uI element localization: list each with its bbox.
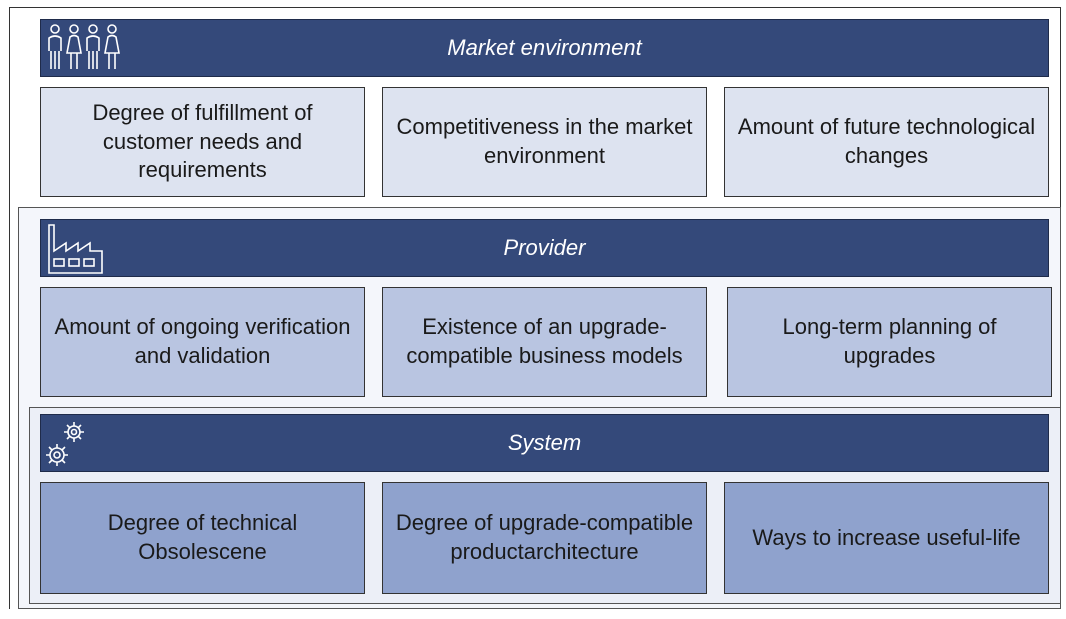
- market-environment-header: Market environment: [40, 19, 1049, 77]
- box-label: Long-term planning of upgrades: [782, 314, 997, 368]
- gears-icon: [46, 422, 84, 466]
- box-label: Competitiveness in the market environmen…: [396, 114, 693, 168]
- market-environment-title: Market environment: [447, 35, 642, 60]
- system-header: System: [40, 414, 1049, 472]
- people-icon: [48, 24, 120, 69]
- system-title: System: [507, 430, 582, 455]
- box-label: Existence of an upgrade-compatible busin…: [406, 314, 683, 368]
- system-box-obsolescence: Degree of technical Obsolescene: [40, 482, 365, 594]
- provider-header: Provider: [40, 219, 1049, 277]
- system-box-useful-life: Ways to increase useful-life: [724, 482, 1049, 594]
- market-box-competitiveness: Competitiveness in the market environmen…: [382, 87, 707, 197]
- box-label: Amount of future technological changes: [737, 114, 1036, 168]
- box-label: Degree of fulfillment of customer needs …: [92, 100, 313, 183]
- system-box-product-architecture: Degree of upgrade-compatible productarch…: [382, 482, 707, 594]
- provider-box-verification: Amount of ongoing verification and valid…: [40, 287, 365, 397]
- box-label: Degree of technical Obsolescene: [107, 510, 298, 564]
- box-label: Degree of upgrade-compatible productarch…: [395, 510, 694, 564]
- box-label: Amount of ongoing verification and valid…: [54, 314, 351, 368]
- factory-icon: [48, 224, 103, 274]
- provider-box-business-models: Existence of an upgrade-compatible busin…: [382, 287, 707, 397]
- market-box-technological-changes: Amount of future technological changes: [724, 87, 1049, 197]
- market-box-customer-needs: Degree of fulfillment of customer needs …: [40, 87, 365, 197]
- box-label: Ways to increase useful-life: [752, 524, 1021, 550]
- provider-box-planning: Long-term planning of upgrades: [727, 287, 1052, 397]
- provider-title: Provider: [503, 235, 586, 260]
